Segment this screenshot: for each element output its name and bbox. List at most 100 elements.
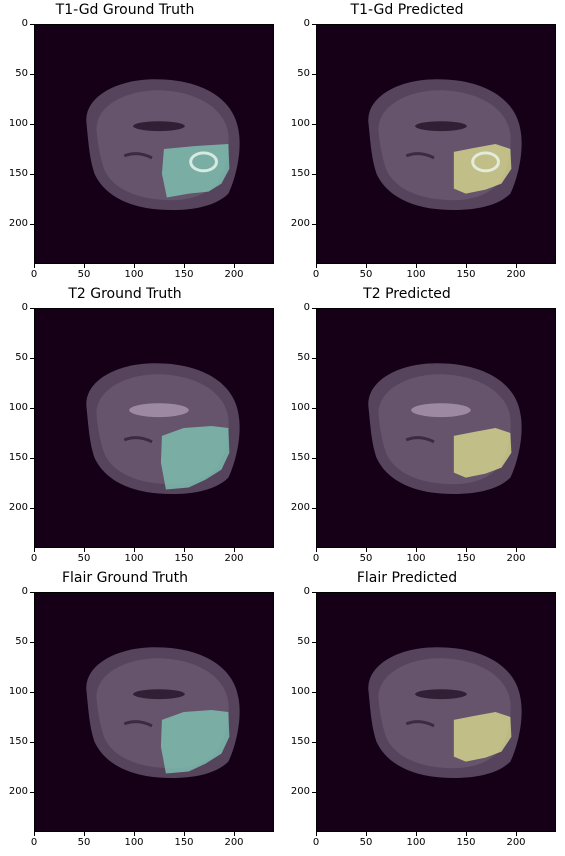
y-tick-label: 50 (297, 68, 310, 79)
tumor-overlay (161, 144, 230, 198)
x-tick-label: 200 (224, 553, 244, 564)
x-tick-label: 200 (506, 553, 526, 564)
x-tick-mark (184, 548, 185, 552)
x-tick-mark (134, 548, 135, 552)
x-tick-label: 50 (359, 553, 373, 564)
scan-image (34, 308, 274, 548)
x-tick-mark (134, 832, 135, 836)
y-tick-label: 150 (290, 168, 310, 179)
y-tick-mark (30, 458, 34, 459)
x-tick-label: 200 (224, 269, 244, 280)
y-tick-label: 200 (8, 218, 28, 229)
x-tick-label: 100 (406, 269, 426, 280)
y-tick-mark (312, 642, 316, 643)
x-tick-label: 100 (124, 553, 144, 564)
x-tick-mark (34, 548, 35, 552)
panel-title: Flair Predicted (356, 570, 458, 586)
sulcus (123, 720, 153, 728)
brain-slice (368, 363, 522, 494)
x-tick-mark (234, 548, 235, 552)
tumor-overlay (160, 710, 230, 774)
y-tick-mark (312, 124, 316, 125)
y-tick-mark (312, 358, 316, 359)
x-tick-mark (84, 548, 85, 552)
y-tick-mark (30, 74, 34, 75)
y-tick-mark (312, 508, 316, 509)
sulcus (405, 152, 435, 160)
y-tick-label: 100 (8, 402, 28, 413)
y-tick-mark (30, 642, 34, 643)
y-tick-label: 200 (8, 786, 28, 797)
x-tick-label: 100 (124, 837, 144, 848)
y-tick-label: 50 (15, 636, 28, 647)
x-tick-label: 200 (506, 837, 526, 848)
y-tick-mark (312, 742, 316, 743)
x-tick-mark (34, 832, 35, 836)
ventricle (415, 689, 467, 700)
y-tick-label: 200 (290, 502, 310, 513)
x-tick-mark (34, 264, 35, 268)
y-tick-label: 150 (8, 452, 28, 463)
panel-title: T2 Predicted (363, 286, 451, 302)
sulcus (123, 152, 153, 160)
y-tick-label: 0 (303, 302, 310, 313)
y-tick-label: 50 (297, 636, 310, 647)
y-tick-label: 50 (15, 68, 28, 79)
x-tick-mark (366, 264, 367, 268)
sulcus (405, 720, 435, 728)
sulcus (123, 436, 153, 444)
tumor-overlay (453, 428, 512, 478)
y-tick-mark (30, 124, 34, 125)
brain-slice (86, 79, 240, 210)
y-tick-mark (312, 458, 316, 459)
y-tick-mark (30, 792, 34, 793)
x-tick-label: 150 (456, 553, 476, 564)
panel-title: T1-Gd Predicted (350, 2, 464, 18)
scan-image (34, 24, 274, 264)
enhancing-ring (471, 151, 500, 173)
x-tick-mark (316, 264, 317, 268)
x-tick-mark (84, 832, 85, 836)
x-tick-mark (366, 832, 367, 836)
y-tick-mark (30, 358, 34, 359)
y-tick-mark (312, 408, 316, 409)
y-tick-label: 200 (290, 218, 310, 229)
sulcus (405, 436, 435, 444)
y-tick-mark (312, 308, 316, 309)
x-tick-label: 150 (174, 269, 194, 280)
x-tick-label: 0 (312, 269, 320, 280)
y-tick-label: 150 (290, 736, 310, 747)
x-tick-mark (466, 264, 467, 268)
x-tick-label: 50 (77, 269, 91, 280)
y-tick-label: 100 (290, 118, 310, 129)
x-tick-mark (134, 264, 135, 268)
x-tick-mark (416, 832, 417, 836)
x-tick-mark (516, 264, 517, 268)
x-tick-label: 0 (30, 553, 38, 564)
ventricle (415, 121, 467, 132)
scan-image (316, 308, 556, 548)
y-tick-mark (30, 308, 34, 309)
panel-title: T1-Gd Ground Truth (55, 2, 195, 18)
y-tick-mark (30, 408, 34, 409)
y-tick-mark (30, 24, 34, 25)
x-tick-label: 150 (174, 553, 194, 564)
x-tick-label: 50 (77, 553, 91, 564)
scan-image (316, 24, 556, 264)
enhancing-ring (189, 151, 218, 173)
y-tick-label: 100 (8, 686, 28, 697)
x-tick-mark (366, 548, 367, 552)
y-tick-label: 0 (21, 586, 28, 597)
ventricle (411, 403, 471, 418)
y-tick-label: 0 (21, 302, 28, 313)
y-tick-mark (30, 174, 34, 175)
scan-image (316, 592, 556, 832)
y-tick-mark (312, 24, 316, 25)
scan-image (34, 592, 274, 832)
panel-title: Flair Ground Truth (61, 570, 189, 586)
x-tick-label: 100 (124, 269, 144, 280)
y-tick-mark (312, 592, 316, 593)
